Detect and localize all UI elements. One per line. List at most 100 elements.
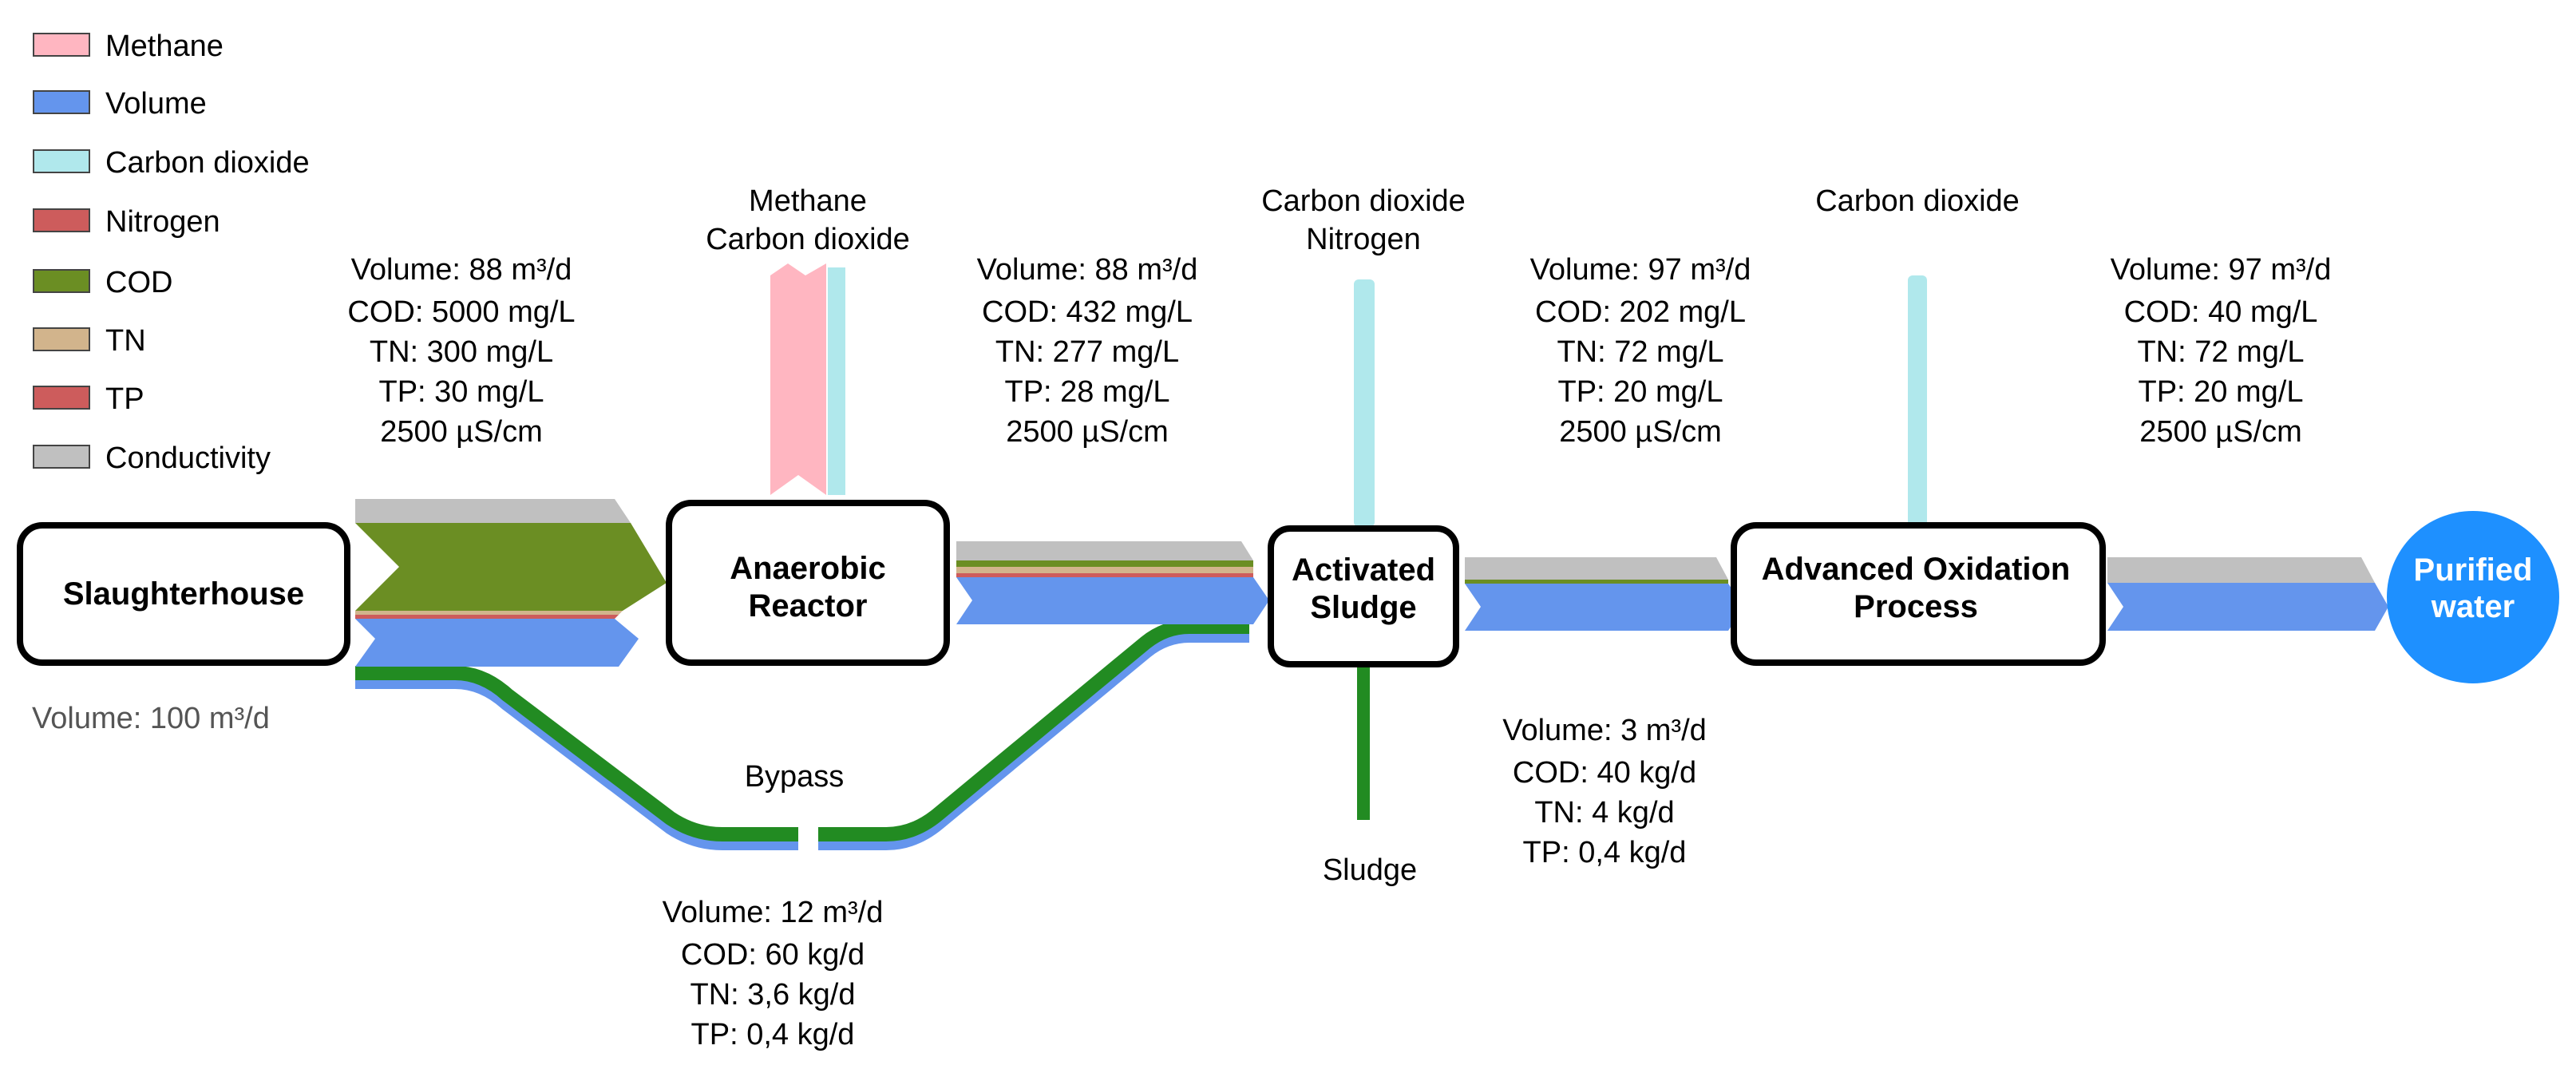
legend: Methane Volume Carbon dioxide Nitrogen C… [33, 30, 310, 475]
legend-swatch-volume [33, 90, 90, 114]
info-after-activated-tn: TN: 72 mg/L [1557, 335, 1723, 369]
node-anaerobic-reactor-box [666, 500, 950, 666]
node-activated-sludge: Activated Sludge [1268, 525, 1459, 667]
legend-label-methane: Methane [105, 30, 224, 63]
info-after-aop-cod: COD: 40 mg/L [2124, 295, 2318, 329]
node-anaerobic-reactor-label-line2: Reactor [749, 588, 868, 624]
bypass-stream [355, 620, 1249, 850]
methane-outflow-stream [770, 263, 826, 495]
node-advanced-oxidation: Advanced Oxidation Process [1731, 522, 2106, 666]
node-purified-water: Purified water [2387, 511, 2559, 683]
info-after-aop-conductivity: 2500 µS/cm [2139, 415, 2302, 449]
node-anaerobic-reactor-label-line1: Anaerobic [730, 551, 886, 586]
info-bypass-tp: TP: 0,4 kg/d [691, 1018, 855, 1051]
node-slaughterhouse-box [17, 522, 350, 666]
legend-swatch-tn [33, 327, 90, 351]
stream-2-tp [956, 573, 1253, 577]
info-after-aop-tn: TN: 72 mg/L [2137, 335, 2304, 369]
info-after-activated-cod: COD: 202 mg/L [1535, 295, 1746, 329]
co2-outflow-stream-activated [1354, 279, 1375, 527]
stream-2-cod [956, 560, 1253, 567]
node-activated-sludge-label-line1: Activated [1292, 552, 1435, 588]
stream-2-volume [956, 577, 1269, 624]
legend-label-cod: COD [105, 266, 172, 299]
stream-2-conductivity [956, 541, 1253, 560]
info-after-anaerobic-volume: Volume: 88 m³/d [977, 253, 1198, 287]
info-after-anaerobic-tp: TP: 28 mg/L [1005, 375, 1170, 409]
info-to-anaerobic-tn: TN: 300 mg/L [370, 335, 553, 369]
node-purified-water-label-line2: water [2431, 589, 2515, 624]
info-sludge-volume: Volume: 3 m³/d [1502, 714, 1707, 747]
gas-label-anaerobic-co2: Carbon dioxide [706, 223, 910, 256]
info-sludge: Volume: 3 m³/d COD: 40 kg/d TN: 4 kg/d T… [1502, 714, 1707, 869]
info-after-activated: Volume: 97 m³/d COD: 202 mg/L TN: 72 mg/… [1530, 253, 1751, 449]
gas-label-activated-nitrogen: Nitrogen [1306, 223, 1421, 256]
gas-label-anaerobic-methane: Methane [749, 184, 867, 218]
stream-4-conductivity [2107, 557, 2375, 583]
legend-label-carbon-dioxide: Carbon dioxide [105, 146, 310, 180]
legend-swatch-tp [33, 386, 90, 410]
info-after-aop-volume: Volume: 97 m³/d [2111, 253, 2332, 287]
legend-label-tp: TP [105, 382, 144, 416]
bypass-stream-right-sludge [818, 620, 1249, 841]
info-after-anaerobic: Volume: 88 m³/d COD: 432 mg/L TN: 277 mg… [977, 253, 1198, 449]
info-bypass-volume: Volume: 12 m³/d [663, 896, 884, 929]
inflow-stream-cod [355, 523, 667, 611]
inflow-stream-volume [355, 619, 639, 667]
legend-label-tn: TN [105, 324, 146, 358]
legend-label-conductivity: Conductivity [105, 441, 271, 475]
info-to-anaerobic-cod: COD: 5000 mg/L [347, 295, 575, 329]
info-after-activated-tp: TP: 20 mg/L [1558, 375, 1723, 409]
info-sludge-cod: COD: 40 kg/d [1513, 756, 1696, 790]
info-bypass-cod: COD: 60 kg/d [681, 938, 865, 972]
bypass-stream-left-sludge [355, 666, 798, 841]
info-after-activated-volume: Volume: 97 m³/d [1530, 253, 1751, 287]
info-bypass: Volume: 12 m³/d COD: 60 kg/d TN: 3,6 kg/… [663, 896, 884, 1051]
stream-aop-to-purified [2107, 557, 2388, 631]
gas-label-aop-co2: Carbon dioxide [1815, 184, 2020, 218]
legend-swatch-nitrogen [33, 208, 90, 232]
co2-outflow-stream-aop [1908, 275, 1927, 527]
legend-swatch-conductivity [33, 445, 90, 469]
info-to-anaerobic-volume: Volume: 88 m³/d [351, 253, 572, 287]
info-after-aop-tp: TP: 20 mg/L [2139, 375, 2304, 409]
inflow-stream-tn [355, 611, 623, 615]
node-activated-sludge-box [1268, 525, 1459, 667]
node-activated-sludge-label-line2: Sludge [1310, 590, 1416, 625]
info-to-anaerobic-conductivity: 2500 µS/cm [380, 415, 543, 449]
co2-outflow-stream-anaerobic [828, 267, 845, 495]
legend-swatch-methane [33, 33, 90, 57]
info-after-activated-conductivity: 2500 µS/cm [1559, 415, 1722, 449]
inflow-volume-label: Volume: 100 m³/d [32, 702, 270, 735]
stream-activated-to-aop [1465, 557, 1744, 631]
inflow-stream-tp [355, 615, 619, 619]
legend-label-nitrogen: Nitrogen [105, 205, 220, 239]
info-to-anaerobic: Volume: 88 m³/d COD: 5000 mg/L TN: 300 m… [347, 253, 575, 449]
legend-label-volume: Volume [105, 87, 207, 121]
info-after-anaerobic-tn: TN: 277 mg/L [995, 335, 1179, 369]
info-bypass-tn: TN: 3,6 kg/d [690, 978, 856, 1012]
stream-3-conductivity [1465, 557, 1728, 580]
bypass-stream-left-volume [355, 673, 798, 850]
node-advanced-oxidation-label-line1: Advanced Oxidation [1762, 552, 2071, 587]
info-after-anaerobic-cod: COD: 432 mg/L [982, 295, 1193, 329]
stream-2-tn [956, 567, 1253, 573]
legend-swatch-cod [33, 269, 90, 293]
node-advanced-oxidation-label-line2: Process [1854, 589, 1978, 624]
sludge-outflow-stream [1357, 667, 1370, 820]
stream-3-cod [1465, 580, 1728, 584]
node-advanced-oxidation-box [1731, 522, 2106, 666]
node-slaughterhouse: Slaughterhouse [17, 522, 350, 666]
stream-4-volume [2107, 583, 2388, 631]
node-slaughterhouse-label: Slaughterhouse [63, 576, 304, 612]
info-to-anaerobic-tp: TP: 30 mg/L [379, 375, 544, 409]
gas-label-activated-co2: Carbon dioxide [1261, 184, 1466, 218]
info-after-aop: Volume: 97 m³/d COD: 40 mg/L TN: 72 mg/L… [2111, 253, 2332, 449]
node-purified-water-circle [2387, 511, 2559, 683]
sludge-label: Sludge [1323, 853, 1417, 887]
info-sludge-tp: TP: 0,4 kg/d [1523, 836, 1687, 869]
legend-swatch-carbon-dioxide [33, 149, 90, 173]
stream-anaerobic-to-activated [956, 541, 1269, 624]
node-anaerobic-reactor: Anaerobic Reactor [666, 500, 950, 666]
